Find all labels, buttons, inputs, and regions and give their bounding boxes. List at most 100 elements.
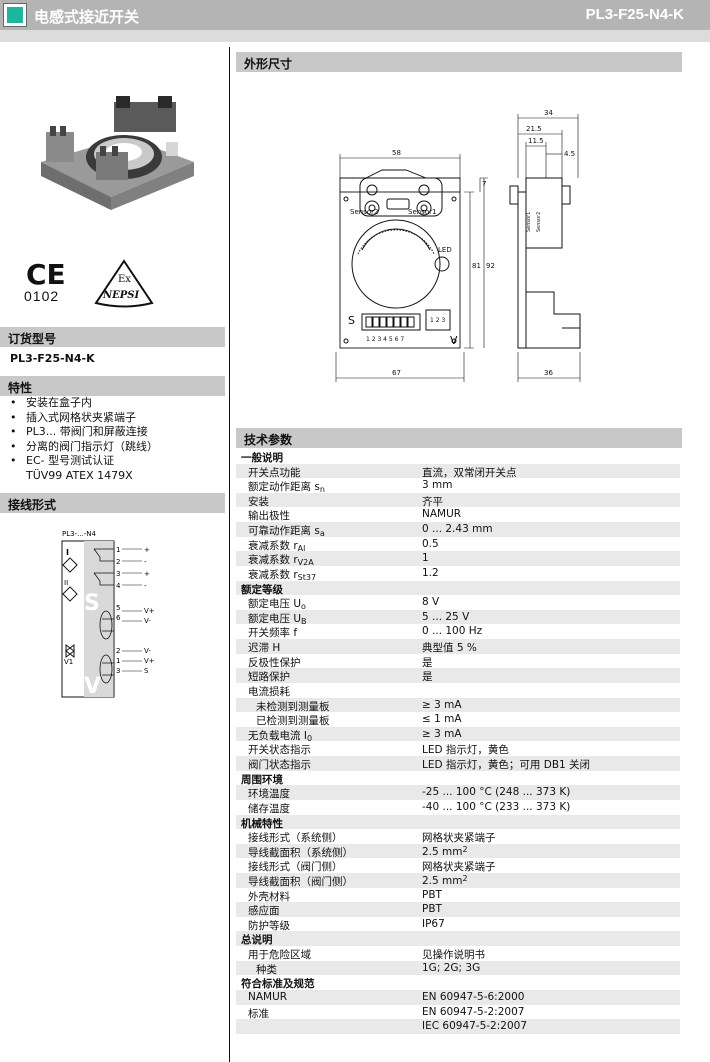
- spec-group-heading: 机械特性: [236, 814, 680, 830]
- spec-label: 额定电压 UB: [248, 611, 307, 626]
- spec-label-text: 迟滞 H: [248, 642, 281, 655]
- nepsi-text: NEPSI: [102, 290, 140, 301]
- spec-label: 导线截面积（系统侧）: [248, 845, 353, 860]
- spec-value: 齐平: [422, 494, 443, 509]
- spec-label-text: 防护等级: [248, 919, 290, 932]
- spec-label: 短路保护: [248, 669, 290, 684]
- spec-label: 无负载电流 I0: [248, 728, 312, 743]
- spec-value: 1.2: [422, 567, 439, 579]
- spec-label-text: 衰减系数 r: [248, 539, 298, 552]
- spec-value: 见操作说明书: [422, 947, 485, 962]
- wiring-sign: -: [144, 582, 147, 590]
- spec-value-text: 8 V: [422, 596, 440, 609]
- spec-value-text: -40 ... 100 °C (233 ... 373 K): [422, 800, 571, 813]
- spec-value: IEC 60947-5-2:2007: [422, 1020, 527, 1032]
- spec-label-subscript: St37: [297, 572, 317, 582]
- features-heading: 特性: [0, 376, 225, 396]
- dim-81: 81: [472, 262, 481, 270]
- wiring-sym-v1: V1: [64, 658, 73, 666]
- spec-value: 0 ... 2.43 mm: [422, 523, 493, 535]
- side-terms-label: 1 2 3: [430, 317, 445, 324]
- svg-text:CE: CE: [26, 258, 66, 291]
- spec-label-text: 符合标准及规范: [241, 978, 315, 991]
- spec-label-text: 可靠动作距离 s: [248, 525, 320, 538]
- spec-label: 安装: [248, 494, 269, 509]
- spec-value-text: 0 ... 2.43 mm: [422, 523, 493, 536]
- wiring-terminal: 2: [116, 647, 120, 655]
- spec-value: 8 V: [422, 596, 439, 608]
- spec-value-text: -25 ... 100 °C (248 ... 373 K): [422, 786, 571, 799]
- spec-label: 电流损耗: [248, 684, 290, 699]
- dim-4-5: 4.5: [564, 150, 575, 158]
- side-sensor2-label: Sensor2: [536, 212, 542, 232]
- spec-label-text: NAMUR: [248, 990, 288, 1003]
- spec-label-text: 额定电压 U: [248, 598, 302, 611]
- spec-group-heading: 符合标准及规范: [236, 975, 680, 990]
- dim-36: 36: [544, 369, 553, 377]
- led-label: LED: [438, 246, 452, 254]
- spec-label: 种类: [256, 962, 277, 977]
- spec-value: 1: [422, 552, 429, 564]
- wiring-terminal: 3: [116, 667, 120, 675]
- wiring-terminal: 2: [116, 558, 120, 566]
- spec-value-superscript: 2: [462, 844, 468, 854]
- terminals-label: 1 2 3 4 5 6 7: [366, 336, 404, 343]
- spec-value-text: 直流，双常闭开关点: [422, 466, 517, 479]
- spec-row: 无负载电流 I0 ≥ 3 mA: [236, 726, 680, 743]
- spec-label: 标准: [248, 1006, 269, 1021]
- spec-label-subscript: V2A: [297, 558, 314, 568]
- spec-value-text: 2.5 mm: [422, 845, 463, 858]
- spec-value-text: 5 ... 25 V: [422, 610, 470, 623]
- spec-value: EN 60947-5-2:2007: [422, 1006, 524, 1018]
- spec-label-text: 机械特性: [241, 817, 283, 830]
- spec-group-heading: 额定等级: [236, 580, 680, 596]
- dim-67: 67: [392, 369, 401, 377]
- spec-label: 已检测到测量板: [256, 713, 330, 728]
- dimensions-heading: 外形尺寸: [236, 52, 682, 72]
- spec-label-subscript: Al: [297, 543, 306, 553]
- ce-mark-icon: CE: [26, 258, 66, 291]
- spec-row: 接线形式（系统侧）网格状夹紧端子: [236, 829, 680, 844]
- spec-value: PBT: [422, 889, 442, 901]
- spec-value: 2.5 mm2: [422, 874, 468, 887]
- spec-value: ≥ 3 mA: [422, 699, 462, 711]
- spec-label-text: 储存温度: [248, 802, 290, 815]
- spec-label-text: 环境温度: [248, 788, 290, 801]
- spec-label-text: 额定动作距离 s: [248, 481, 320, 494]
- wiring-big-v: V: [84, 674, 101, 699]
- spec-label-text: 用于危险区域: [248, 949, 311, 962]
- spec-value: ≤ 1 mA: [422, 713, 462, 725]
- spec-value: 是: [422, 669, 433, 684]
- spec-label: 反极性保护: [248, 655, 301, 670]
- sensor1-label: Sensor1: [408, 208, 436, 216]
- spec-label: 储存温度: [248, 801, 290, 816]
- spec-value-text: 3 mm: [422, 479, 453, 492]
- spec-value-text: 0.5: [422, 537, 439, 550]
- spec-value-text: 是: [422, 671, 433, 684]
- spec-value-text: 1.2: [422, 566, 439, 579]
- spec-label-text: 未检测到测量板: [256, 700, 330, 713]
- spec-label-text: 感应面: [248, 905, 280, 918]
- ex-mark: Ex: [118, 274, 131, 285]
- spec-label: 周围环境: [241, 772, 283, 787]
- spec-label-text: 导线截面积（系统侧）: [248, 846, 353, 859]
- spec-label: 符合标准及规范: [241, 976, 315, 991]
- spec-value-text: IP67: [422, 917, 445, 930]
- spec-label-text: 反极性保护: [248, 656, 301, 669]
- spec-label-text: 开关点功能: [248, 466, 301, 479]
- wiring-terminal: 5: [116, 604, 120, 612]
- spec-row: 开关点功能 直流，双常闭开关点: [236, 463, 680, 479]
- wiring-terminal: 1: [116, 657, 120, 665]
- wiring-terminal: 6: [116, 614, 121, 622]
- spec-label: 可靠动作距离 sa: [248, 523, 325, 538]
- spec-value: -25 ... 100 °C (248 ... 373 K): [422, 786, 570, 798]
- wiring-sign: -: [144, 558, 147, 566]
- wiring-sign: V+: [144, 607, 155, 615]
- spec-value: ≥ 3 mA: [422, 728, 462, 740]
